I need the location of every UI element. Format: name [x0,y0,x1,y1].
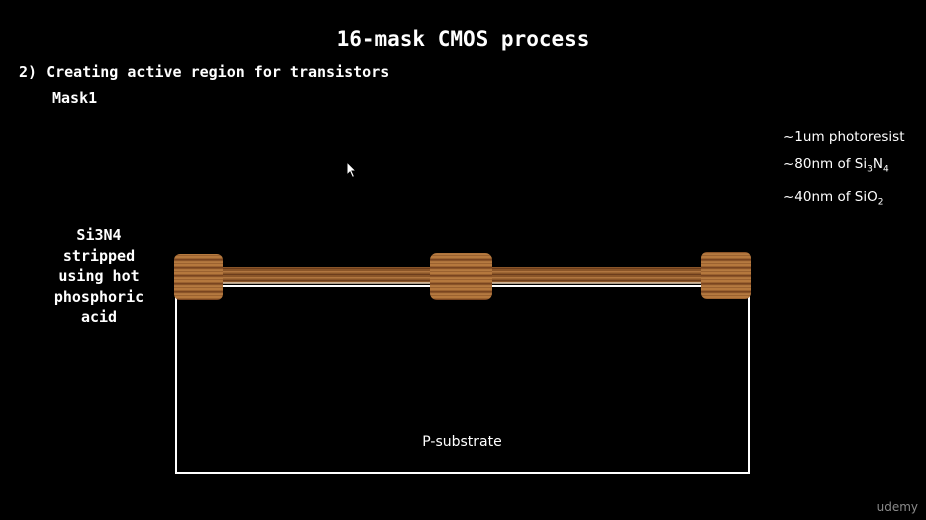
resist-block-center [430,253,492,300]
layer-thickness-notes: ~1um photoresist ~80nm of Si3N4 ~40nm of… [783,124,905,216]
step-heading: 2) Creating active region for transistor… [19,63,390,81]
process-side-note: Si3N4 stripped using hot phosphoric acid [53,226,145,326]
resist-block-left [174,254,223,300]
udemy-watermark: udemy [876,500,918,514]
slide-title: 16-mask CMOS process [336,27,590,51]
mouse-pointer-icon [346,160,358,184]
note-photoresist: ~1um photoresist [783,129,905,145]
note-oxide: ~40nm of SiO2 [783,188,884,208]
substrate-label: P-substrate [422,434,502,450]
note-nitride: ~80nm of Si3N4 [783,156,889,175]
resist-block-right [701,252,751,299]
mask-label: Mask1 [52,89,98,107]
